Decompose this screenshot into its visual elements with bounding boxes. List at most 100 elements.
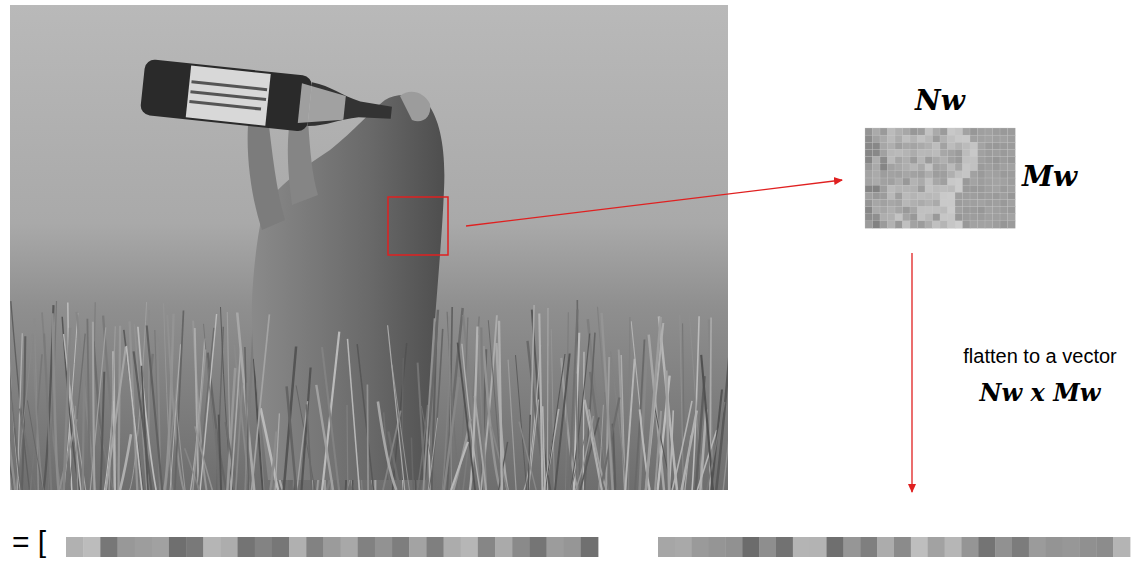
vector-cell xyxy=(272,537,290,557)
pixel-cell xyxy=(888,171,896,178)
pixel-cell xyxy=(873,164,881,171)
vector-bracket: = [ xyxy=(12,525,46,558)
pixel-cell xyxy=(1008,164,1016,171)
pixel-cell xyxy=(925,199,933,206)
vector-cell xyxy=(117,537,135,557)
pixel-cell xyxy=(888,157,896,164)
grass-blade xyxy=(245,347,249,490)
pixel-cell xyxy=(948,135,956,142)
pixel-cell xyxy=(940,149,948,156)
pixel-cell xyxy=(903,164,911,171)
pixel-cell xyxy=(1008,199,1016,206)
grass-blade xyxy=(655,411,661,490)
pixel-cell xyxy=(895,149,903,156)
vector-cell xyxy=(1079,537,1096,557)
pixel-cell xyxy=(948,199,956,206)
vector-cell xyxy=(843,537,860,557)
grass-blade xyxy=(297,401,308,490)
bottle xyxy=(140,59,394,141)
pixel-cell xyxy=(933,207,941,214)
pixel-cell xyxy=(948,142,956,149)
vector-cell xyxy=(358,537,376,557)
pixel-cell xyxy=(970,185,978,192)
pixel-cell xyxy=(940,221,948,228)
pixel-cell xyxy=(895,199,903,206)
pixel-cell xyxy=(925,171,933,178)
grass-blade xyxy=(94,341,107,490)
pixel-cell xyxy=(933,192,941,199)
pixel-cell xyxy=(985,207,993,214)
grass-blade xyxy=(685,436,691,491)
pixel-cell xyxy=(903,185,911,192)
pixel-cell xyxy=(948,157,956,164)
pixel-cell xyxy=(963,178,971,185)
vector-cell xyxy=(341,537,359,557)
pixel-cell xyxy=(993,171,1001,178)
pixel-cell xyxy=(948,192,956,199)
pixel-cell xyxy=(948,149,956,156)
grass xyxy=(10,313,728,490)
vector-cell xyxy=(375,537,393,557)
pixel-cell xyxy=(880,171,888,178)
pixel-cell xyxy=(888,207,896,214)
pixel-cell xyxy=(978,157,986,164)
pixel-cell xyxy=(985,128,993,135)
grass-blade xyxy=(378,402,396,491)
vector-cell xyxy=(911,537,928,557)
pixel-cell xyxy=(1008,178,1016,185)
grass-blade xyxy=(142,366,149,490)
grass-blade xyxy=(447,312,460,490)
pixel-cell xyxy=(880,199,888,206)
pixel-cell xyxy=(955,185,963,192)
pixel-cell xyxy=(910,142,918,149)
vector-cell xyxy=(220,537,238,557)
pixel-cell xyxy=(955,171,963,178)
pixel-cell xyxy=(1000,157,1008,164)
pixel-cell xyxy=(993,149,1001,156)
grass-blade xyxy=(15,428,22,490)
pixel-cell xyxy=(963,128,971,135)
pixel-cell xyxy=(993,178,1001,185)
pixel-cell xyxy=(955,207,963,214)
photo-background xyxy=(10,5,728,490)
pixel-cell xyxy=(903,199,911,206)
pixel-cell xyxy=(903,149,911,156)
pixel-cell xyxy=(948,221,956,228)
pixel-cell xyxy=(985,135,993,142)
pixel-cell xyxy=(925,185,933,192)
pixel-cell xyxy=(940,185,948,192)
pixel-cell xyxy=(1008,149,1016,156)
pixel-cell xyxy=(910,207,918,214)
grass-blade xyxy=(126,346,142,490)
grass-blade xyxy=(101,372,105,490)
pixel-cell xyxy=(963,199,971,206)
vector-cell xyxy=(1012,537,1029,557)
pixel-cell xyxy=(865,142,873,149)
pixel-cell xyxy=(933,164,941,171)
grass-blade xyxy=(682,410,697,490)
pixel-cell xyxy=(925,128,933,135)
grass-blade xyxy=(287,386,297,490)
pixel-cell xyxy=(1008,192,1016,199)
pixel-cell xyxy=(903,192,911,199)
vector-cell xyxy=(186,537,204,557)
grass-blade xyxy=(322,347,339,490)
pixel-cell xyxy=(910,185,918,192)
pixel-cell xyxy=(903,221,911,228)
pixel-cell xyxy=(895,135,903,142)
pixel-cell xyxy=(985,149,993,156)
vector-cell xyxy=(725,537,742,557)
grass-blade xyxy=(134,351,152,490)
pixel-cell xyxy=(873,214,881,221)
pixel-cell xyxy=(888,142,896,149)
bottle-label xyxy=(186,66,271,126)
pixel-cell xyxy=(918,178,926,185)
pixel-cell xyxy=(940,214,948,221)
vector-cell xyxy=(255,537,273,557)
pixel-cell xyxy=(888,164,896,171)
pixel-cell xyxy=(978,164,986,171)
pixel-cell xyxy=(903,135,911,142)
grass-blade xyxy=(576,374,578,491)
pixel-cell xyxy=(910,128,918,135)
vector-cell xyxy=(1113,537,1130,557)
